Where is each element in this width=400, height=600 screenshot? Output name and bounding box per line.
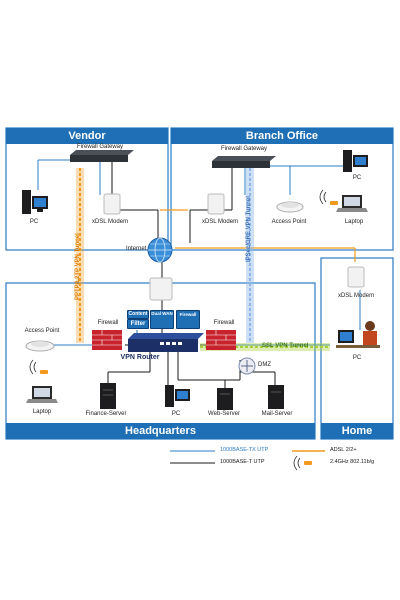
hq-laptop-icon — [26, 386, 58, 403]
home-pc-user-icon — [336, 321, 380, 348]
adsl-links — [160, 209, 356, 262]
dual-wan-tag: Dual WAN — [150, 310, 174, 329]
branch-access-point-icon — [276, 201, 304, 213]
filter-tag: Filter — [127, 319, 149, 329]
vendor-modem-icon — [103, 193, 121, 215]
pptp-tunnel — [76, 168, 84, 343]
hq-access-point-icon — [25, 340, 55, 352]
branch-laptop-label: Laptop — [344, 219, 364, 225]
legend-tx-label: 1000BASE-TX UTP — [220, 447, 269, 453]
firewall-tag: Firewall — [176, 310, 200, 329]
branch-wifi-icon — [319, 189, 338, 205]
branch-office-header: Branch Office — [245, 130, 319, 142]
home-header: Home — [341, 425, 373, 437]
hq-ap-label: Access Point — [24, 328, 60, 334]
vendor-header: Vendor — [68, 130, 106, 142]
branch-modem-icon — [207, 193, 225, 215]
branch-office-section — [170, 127, 394, 251]
dmz-label: DMZ — [258, 362, 271, 368]
branch-pc-icon — [343, 150, 368, 172]
content-tag: Content — [127, 310, 149, 319]
mail-server-label: Mail-Server — [261, 411, 293, 417]
ipsec-tunnel — [246, 168, 254, 343]
vpn-router-icon — [128, 333, 204, 352]
vendor-section — [5, 127, 169, 251]
vendor-pc-icon — [22, 190, 48, 214]
firewall-left-icon — [92, 330, 122, 350]
legend-wifi-label: 2.4GHz 802.11b/g — [330, 459, 375, 465]
home-pc-label: PC — [352, 355, 362, 361]
legend-adsl-label: ADSL 2/2+ — [330, 447, 357, 453]
internet-globe-icon — [147, 237, 173, 263]
hq-modem-icon — [149, 277, 173, 301]
branch-ap-label: Access Point — [271, 219, 307, 225]
vendor-gateway-label: Firewall Gateway — [76, 144, 124, 150]
vpn-router-label: VPN Router — [120, 354, 160, 361]
firewall-right-icon — [206, 330, 236, 350]
ssl-tunnel-label: SSL VPN Tunnel — [262, 343, 309, 349]
ipsec-tunnel-label: IPSec/GRE VPN Tunnel — [246, 196, 252, 262]
home-section — [320, 257, 394, 440]
branch-firewall-gateway — [212, 156, 276, 168]
hq-pc-icon — [165, 385, 190, 407]
hq-pc-label: PC — [171, 411, 181, 417]
internet-label: Internet — [126, 246, 147, 252]
branch-pc-label: PC — [352, 175, 362, 181]
branch-gateway-label: Firewall Gateway — [220, 146, 268, 152]
web-server-label: Web-Server — [208, 411, 240, 417]
home-modem-label: xDSL Modem — [337, 293, 375, 299]
finance-server-icon — [100, 383, 116, 409]
web-server-icon — [217, 388, 233, 410]
headquarters-header: Headquarters — [125, 425, 196, 437]
mail-server-icon — [268, 385, 284, 409]
firewall-right-label: Firewall — [213, 320, 235, 326]
pptp-tunnel-label: PPTP/L2TP VPN Tunnel — [75, 233, 81, 300]
branch-laptop-icon — [336, 195, 368, 212]
vendor-firewall-gateway — [70, 150, 134, 162]
dmz-switch-icon — [238, 357, 256, 375]
finance-server-label: Finance-Server — [85, 411, 127, 417]
vendor-modem-label: xDSL Modem — [91, 219, 129, 225]
home-modem-icon — [347, 266, 365, 288]
hq-wifi-icon — [29, 359, 48, 375]
legend-t-label: 1000BASE-T UTP — [220, 459, 265, 465]
legend — [170, 450, 325, 471]
firewall-left-label: Firewall — [97, 320, 119, 326]
hq-laptop-label: Laptop — [32, 409, 52, 415]
branch-modem-label: xDSL Modem — [201, 219, 239, 225]
blue-cables — [37, 159, 361, 346]
vendor-pc-label: PC — [29, 219, 39, 225]
